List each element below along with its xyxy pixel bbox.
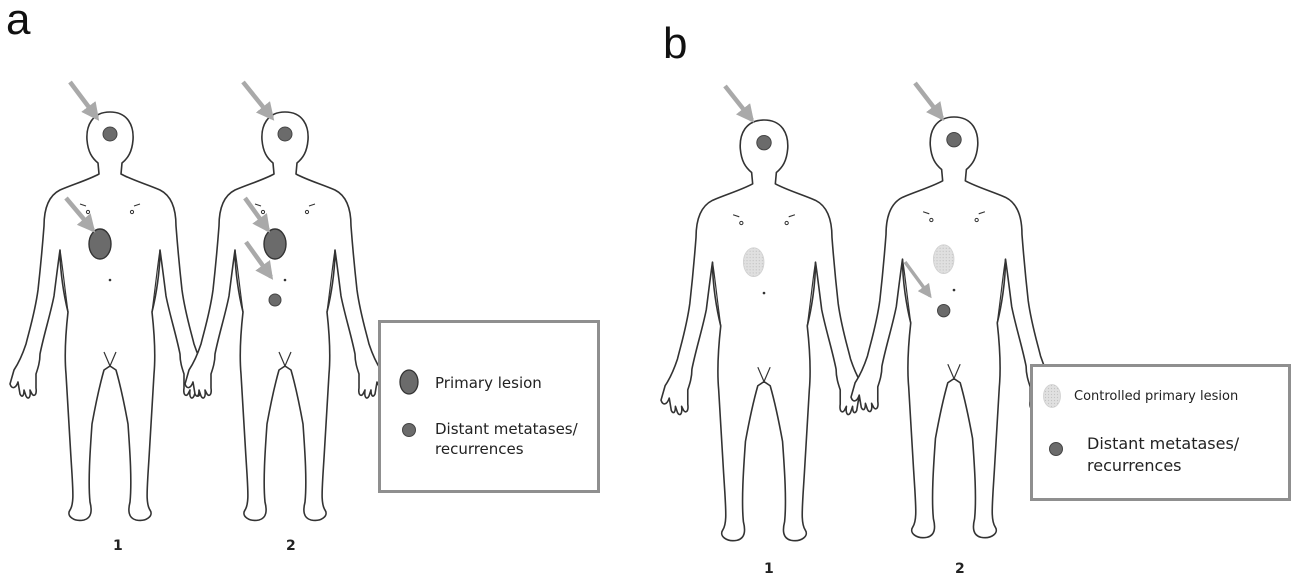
panel-b-figure-2-label: 2 bbox=[955, 561, 965, 577]
body-figure-b1 bbox=[661, 120, 867, 541]
body-figure-a2 bbox=[185, 112, 385, 520]
controlled-primary-lesion bbox=[743, 248, 764, 277]
legend-a-primary-text: Primary lesion bbox=[435, 373, 542, 393]
legend-b-controlled-text: Controlled primary lesion bbox=[1074, 388, 1238, 406]
navel-mark bbox=[109, 279, 112, 282]
navel-mark bbox=[284, 279, 287, 282]
legend-b-item-controlled: Controlled primary lesion bbox=[1041, 381, 1238, 411]
legend-a-item-metastases: Distant metatases/ recurrences bbox=[397, 419, 578, 460]
legend-a-metastases-text: Distant metatases/ recurrences bbox=[435, 419, 578, 460]
body-figure-a1 bbox=[10, 112, 210, 520]
body-outline bbox=[851, 117, 1057, 538]
head-metastasis bbox=[278, 127, 292, 141]
legend-a-item-primary: Primary lesion bbox=[397, 367, 542, 397]
navel-mark bbox=[763, 292, 766, 295]
arrow-head-lesion-a2 bbox=[243, 82, 272, 118]
primary-lesion bbox=[264, 229, 286, 259]
primary-lesion bbox=[89, 229, 111, 259]
head-metastasis bbox=[947, 132, 961, 146]
body-outline bbox=[10, 112, 210, 520]
navel-mark bbox=[953, 289, 956, 292]
panel-a-legend: Primary lesion Distant metatases/ recurr… bbox=[378, 320, 600, 493]
panel-b-figure-1-label: 1 bbox=[764, 561, 774, 577]
arrow-head-lesion-b2 bbox=[915, 83, 942, 118]
primary-lesion-legend-icon bbox=[397, 367, 423, 397]
legend-b-metastases-text: Distant metatases/ recurrences bbox=[1087, 433, 1239, 476]
pelvic-metastasis bbox=[269, 294, 281, 306]
pelvic-metastasis bbox=[938, 304, 950, 316]
controlled-primary-lesion bbox=[933, 245, 954, 274]
metastasis-legend-icon bbox=[397, 419, 423, 441]
arrow-head-lesion-a1 bbox=[70, 82, 97, 118]
body-outline bbox=[661, 120, 867, 541]
panel-a-figure-2-label: 2 bbox=[286, 538, 296, 554]
panel-b-legend: Controlled primary lesion Distant metata… bbox=[1030, 364, 1291, 501]
body-outline bbox=[185, 112, 385, 520]
head-metastasis bbox=[103, 127, 117, 141]
metastasis-legend-icon-b bbox=[1045, 437, 1071, 459]
panel-a-figure-1-label: 1 bbox=[113, 538, 123, 554]
legend-b-item-metastases: Distant metatases/ recurrences bbox=[1045, 437, 1239, 476]
controlled-lesion-legend-icon bbox=[1041, 381, 1065, 411]
head-metastasis bbox=[757, 135, 771, 149]
body-figure-b2 bbox=[851, 117, 1057, 538]
arrow-head-lesion-b1 bbox=[725, 86, 752, 120]
